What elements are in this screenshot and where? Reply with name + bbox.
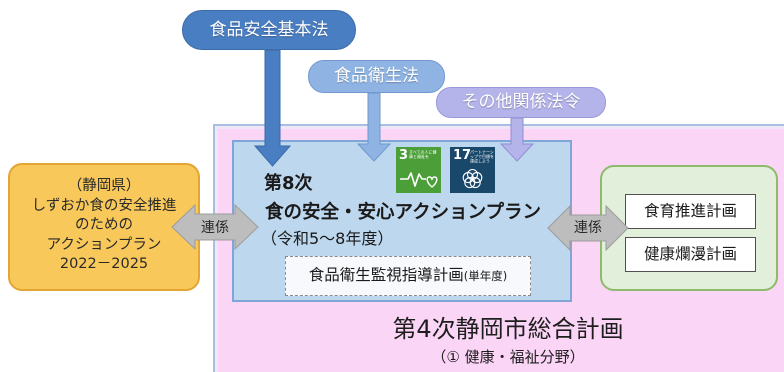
- prefectural-plan-line: （静岡県）: [67, 178, 141, 194]
- partnership-flower-icon: [462, 168, 483, 189]
- inspection-plan-term: (単年度): [463, 269, 508, 283]
- prefectural-plan-box: （静岡県） しずおか食の安全推進 のための アクションプラン 2022－2025: [8, 163, 200, 291]
- sdg-label: すべての人に健康と福祉を: [409, 150, 437, 159]
- flower-petal: [462, 172, 474, 184]
- heartbeat-line: [400, 172, 426, 187]
- sdg-label: パートナーシップで目標を達成しよう: [470, 150, 494, 164]
- prefectural-plan-line: アクションプラン: [46, 236, 162, 253]
- inspection-plan-box: 食品衛生監視指導計画(単年度): [285, 256, 531, 296]
- link-label-right: 連係: [574, 220, 602, 236]
- flower-petal: [464, 177, 476, 189]
- action-plan-box: 第8次 食の安全・安心アクションプラン （令和5～8年度） 3 すべての人に健康…: [232, 140, 572, 302]
- heart-shape: [426, 176, 438, 188]
- link-label-left: 連係: [201, 220, 229, 236]
- sdg-number: 3: [399, 148, 409, 163]
- food-safety-basic-act-pill: 食品安全基本法: [182, 10, 356, 50]
- sdg-number: 17: [453, 148, 472, 163]
- sdg-17-tile: 17 パートナーシップで目標を達成しよう: [450, 147, 495, 193]
- health-promotion-plan: 健康爛漫計画: [625, 237, 756, 272]
- action-plan-title: 食の安全・安心アクションプラン: [265, 202, 542, 223]
- food-education-plan: 食育推進計画: [625, 194, 756, 229]
- comprehensive-plan-field: （① 健康・福祉分野）: [431, 348, 585, 366]
- action-plan-period: （令和5～8年度）: [261, 229, 394, 248]
- inspection-plan-name: 食品衛生監視指導計画: [308, 266, 464, 284]
- related-plans-box: 食育推進計画 健康爛漫計画: [600, 165, 778, 291]
- heartbeat-icon: [400, 172, 438, 188]
- food-sanitation-act-pill: 食品衛生法: [308, 60, 445, 93]
- prefectural-plan-line: しずおか食の安全推進: [31, 197, 177, 214]
- sdg-3-tile: 3 すべての人に健康と福祉を: [396, 147, 441, 193]
- other-related-laws-pill: その他関係法令: [436, 87, 606, 118]
- prefectural-plan-line: のための: [75, 217, 133, 233]
- action-plan-edition: 第8次: [264, 173, 313, 194]
- prefectural-plan-line: 2022－2025: [59, 256, 149, 272]
- comprehensive-plan-title: 第4次静岡市総合計画: [392, 315, 624, 343]
